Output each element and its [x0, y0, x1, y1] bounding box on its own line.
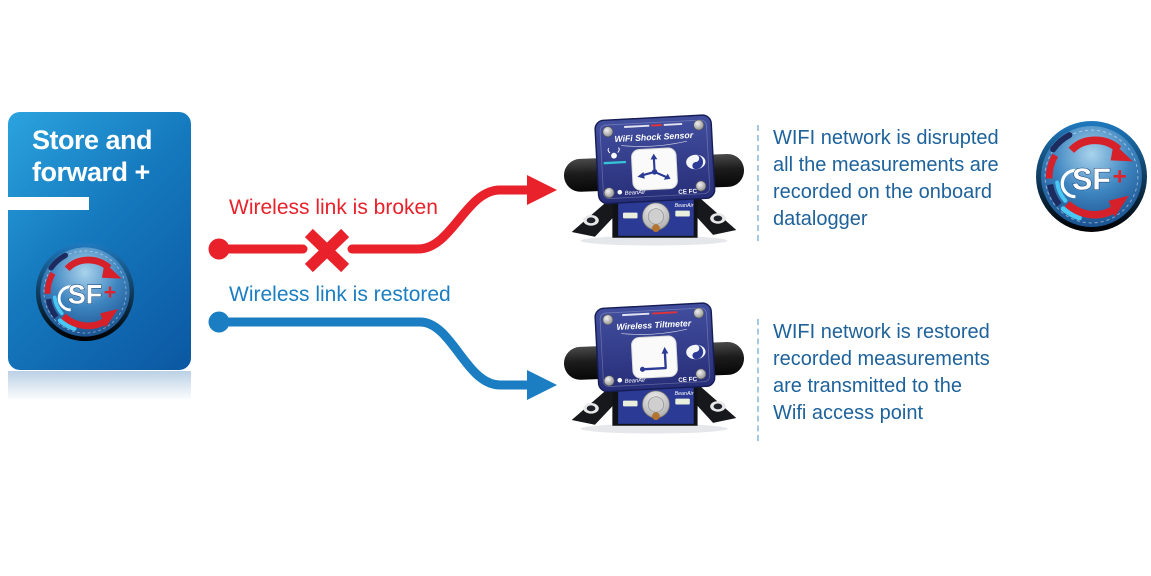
broken-arrowhead-icon	[527, 175, 557, 205]
underline-bar	[3, 197, 89, 210]
axes-plate	[631, 335, 678, 379]
broken-link-start-dot	[208, 238, 230, 260]
ce-fcc-marks: CE FC	[678, 188, 698, 196]
wifi-certified-icon	[686, 154, 706, 170]
top-face: Wireless Tiltmeter CE FC BeanAir	[594, 302, 716, 393]
model-strip	[624, 122, 683, 128]
restored-link-line	[214, 317, 535, 390]
store-forward-title: Store and forward +	[32, 125, 153, 187]
wireless-tiltmeter-device: BeanAir Wireless Tiltmeter	[563, 302, 745, 434]
brand-label: BeanAir	[675, 203, 694, 209]
model-strip	[622, 311, 678, 317]
restored-link-label: Wireless link is restored	[229, 283, 451, 306]
ce-fcc-marks: CE FC	[678, 376, 698, 384]
device-title: Wireless Tiltmeter	[616, 318, 692, 332]
sf-plus-badge-icon-right	[1035, 120, 1148, 233]
note-wifi-restored: WIFI network is restored recorded measur…	[757, 319, 1025, 441]
corner-screws	[602, 119, 707, 199]
svg-text:BeanAir: BeanAir	[625, 378, 647, 385]
brand-logo: BeanAir	[617, 190, 647, 197]
restored-arrowhead-icon	[527, 370, 557, 400]
corner-screws	[602, 307, 707, 387]
broken-link-label: Wireless link is broken	[229, 196, 438, 219]
wifi-certified-icon	[686, 344, 706, 360]
brand-label: BeanAir	[675, 391, 694, 397]
front-panel: BeanAir	[618, 387, 694, 424]
axes-plate	[631, 147, 678, 191]
top-face: WiFi Shock Sensor CE FC	[594, 114, 716, 205]
broken-x-icon	[304, 228, 350, 273]
note-wifi-disrupted: WIFI network is disrupted all the measur…	[757, 125, 1025, 241]
device-title: WiFi Shock Sensor	[614, 130, 694, 144]
svg-text:BeanAir: BeanAir	[625, 190, 647, 197]
wifi-shock-sensor-device: BeanAir WiFi Shock Sensor	[563, 114, 745, 246]
front-panel: BeanAir	[618, 199, 694, 236]
restored-link-start-dot	[208, 311, 230, 333]
brand-logo: BeanAir	[617, 378, 647, 385]
card-reflection	[8, 371, 191, 401]
side-logo	[603, 147, 627, 165]
sf-plus-badge-icon	[35, 242, 135, 342]
